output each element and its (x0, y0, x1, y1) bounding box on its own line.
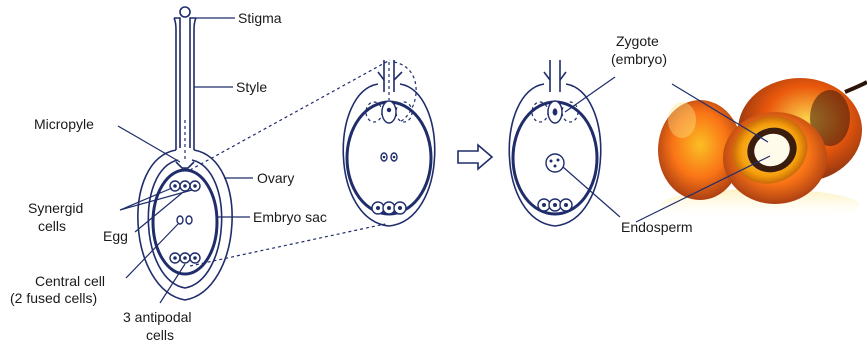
label-central-1: Central cell (35, 273, 105, 289)
label-micropyle: Micropyle (34, 116, 94, 132)
label-synergid-2: cells (38, 218, 66, 234)
style-wall-right (190, 18, 196, 148)
style-outer-right (194, 18, 196, 150)
endosperm-nucleus (546, 154, 564, 172)
zygote-leader (565, 77, 615, 112)
ovule-integument (148, 160, 221, 288)
label-synergid-1: Synergid (28, 200, 83, 216)
style-wall-left (174, 18, 180, 148)
micropyle-opening (176, 162, 194, 168)
label-egg: Egg (103, 228, 128, 244)
micropyle-leader (118, 126, 180, 162)
process-arrow (458, 145, 492, 169)
pistil-drawing (138, 7, 232, 300)
label-zygote-1: Zygote (616, 33, 659, 49)
label-central-2: (2 fused cells) (10, 290, 97, 306)
label-stigma: Stigma (238, 10, 282, 26)
label-antipodal-2: cells (146, 327, 174, 343)
label-ovary: Ovary (257, 170, 294, 186)
enlarged-ovule (343, 60, 434, 226)
stigma-knob (180, 7, 190, 17)
label-antipodal-1: 3 antipodal (123, 309, 192, 325)
label-embryo-sac: Embryo sac (253, 209, 327, 225)
label-zygote-2: (embryo) (611, 51, 667, 67)
fertilized-ovule (509, 60, 600, 226)
label-endosperm: Endosperm (621, 219, 693, 235)
synergid-leader-1 (120, 188, 172, 210)
polar-nucleus (177, 216, 183, 224)
label-style: Style (236, 79, 267, 95)
zoom-line-top (190, 60, 390, 170)
polar-nucleus (186, 216, 192, 224)
palm-fruit-photo (658, 78, 867, 221)
style-outer-left (174, 18, 176, 150)
